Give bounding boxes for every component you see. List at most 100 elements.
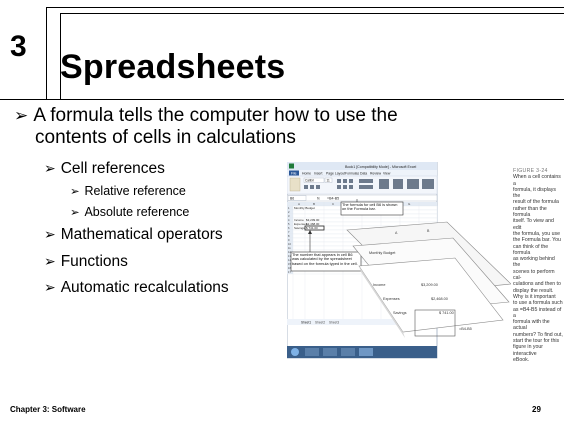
caption-line: formula with the actual [513, 319, 550, 332]
caption-line: figure in your interactive [513, 344, 543, 357]
sheet-tab-3[interactable]: Sheet3 [329, 320, 339, 324]
row-number: 16 [288, 266, 291, 270]
bullet-arrow-icon: ➢ [44, 226, 56, 242]
col-c: C [332, 202, 335, 206]
tab-insert[interactable]: Insert [314, 171, 323, 175]
row-number: 3 [288, 214, 290, 218]
selected-cell-b6[interactable] [304, 225, 325, 231]
caption-line: the formula, you use [513, 230, 561, 237]
font-size-box[interactable] [324, 177, 333, 183]
tab-review[interactable]: Review [370, 171, 382, 175]
row-header [287, 270, 293, 274]
caption-line: scenes to perform cal- [513, 268, 555, 282]
taskbar-app-excel[interactable] [359, 348, 373, 356]
caption-line: itself. To view and edit [513, 218, 554, 231]
row-number: 15 [288, 262, 291, 266]
caption-line: formula, it displays the [513, 186, 556, 200]
spreadsheet-figure: Book1 [Compatibility Mode] - Microsoft E… [287, 162, 511, 359]
tab-view[interactable]: View [383, 171, 391, 175]
arrow-up-icon [308, 230, 312, 234]
bullet-math-operators: ➢Mathematical operators [44, 226, 223, 244]
cell-a[interactable]: Savings [294, 226, 305, 230]
layer-savings: Savings [393, 311, 407, 315]
callout-formula [340, 201, 404, 216]
row-header [287, 262, 293, 266]
font-name-box[interactable] [303, 177, 325, 183]
row-header [287, 206, 293, 210]
cell-a[interactable]: Monthly Budget [294, 206, 315, 210]
font-size: 11 [327, 179, 331, 183]
bullet-main-cont: contents of cells in calculations [35, 127, 296, 148]
fx-icon: fx [317, 196, 320, 200]
tab-file[interactable] [289, 170, 299, 176]
formula-input[interactable]: =B4-B5 [327, 196, 339, 200]
col-a: A [298, 202, 300, 206]
ribbon-tools [304, 179, 434, 189]
bullet-label: Absolute reference [84, 205, 190, 219]
start-button-icon[interactable] [291, 348, 299, 356]
layer-budget: Monthly Budget [369, 251, 396, 255]
header-left-line [46, 7, 47, 99]
bullet-label: Relative reference [84, 184, 186, 198]
layer-edge [359, 266, 405, 338]
row-number: 14 [288, 258, 291, 262]
cell-b[interactable]: $3,209.00 [306, 218, 320, 222]
tab-formulas[interactable]: Formulas [345, 171, 359, 175]
cell-b[interactable]: $2,468.00 [306, 222, 320, 226]
tab-file-label: File [291, 171, 297, 175]
sheet-tab-1[interactable]: Sheet1 [301, 320, 311, 324]
layer-savings-val: $ 741.00 [439, 311, 454, 315]
cell-a[interactable]: Expenses [294, 222, 308, 226]
tab-data[interactable]: Data [360, 171, 367, 175]
bullet-label: Automatic recalculations [60, 279, 229, 296]
caption-line: start the tour for this [513, 338, 560, 345]
font-name: Calibri [305, 179, 314, 183]
bullet-label: Mathematical operators [60, 226, 223, 243]
caption-line: display the result. [513, 287, 554, 294]
bullet-auto-recalc: ➢Automatic recalculations [44, 279, 229, 297]
row-number: 4 [288, 218, 290, 222]
tab-page-layout[interactable]: Page Layout [326, 171, 345, 175]
name-box[interactable] [287, 195, 307, 201]
bullet-main-line2: contents of cells in calculations [35, 127, 296, 148]
layer-expenses: Expenses [383, 297, 400, 301]
tab-home[interactable]: Home [302, 171, 311, 175]
caption-line: can think of the formula [513, 243, 549, 256]
sheet-tab-2[interactable]: Sheet2 [315, 320, 325, 324]
cell-a[interactable]: Income [294, 218, 304, 222]
caption-line: the Formula bar. You [513, 237, 561, 244]
cell-b[interactable]: $ 741.00 [306, 226, 318, 230]
bullet-arrow-icon: ➢ [44, 160, 56, 176]
bullet-absolute-reference: ➢Absolute reference [70, 205, 189, 219]
layer-diagram: A B Monthly Budget Income $3,209.00 Expe… [346, 221, 511, 338]
row-number: 13 [288, 254, 291, 258]
row-header [287, 222, 293, 226]
layer-formula: =B4-B5 [459, 327, 472, 331]
taskbar-app-folder[interactable] [323, 348, 337, 356]
taskbar-app-media[interactable] [341, 348, 355, 356]
paste-icon[interactable] [289, 177, 301, 192]
excel-title-bar [287, 162, 437, 170]
row-header [287, 230, 293, 234]
footer-chapter: Chapter 3: Software [10, 405, 86, 414]
row-number: 2 [288, 210, 290, 214]
row-number: 5 [288, 222, 290, 226]
taskbar-app-ie[interactable] [305, 348, 319, 356]
layer-expenses-val: $2,468.00 [431, 297, 448, 301]
row-header [287, 210, 293, 214]
row-header [287, 246, 293, 250]
header-second-line [60, 13, 564, 14]
caption-line: as =B4-B5 instead of a [513, 306, 562, 319]
layer-col-b: B [427, 229, 430, 233]
caption-line: rather than the formula [513, 205, 547, 219]
slide-number: 3 [10, 30, 27, 63]
row-number: 17 [288, 270, 291, 274]
row-number: 7 [288, 230, 290, 234]
caption-line: as working behind the [513, 256, 555, 269]
bullet-cell-references: ➢Cell references [44, 160, 165, 178]
excel-logo-icon [289, 163, 294, 169]
row-header [287, 238, 293, 242]
row-header [287, 258, 293, 262]
row-header [287, 242, 293, 246]
